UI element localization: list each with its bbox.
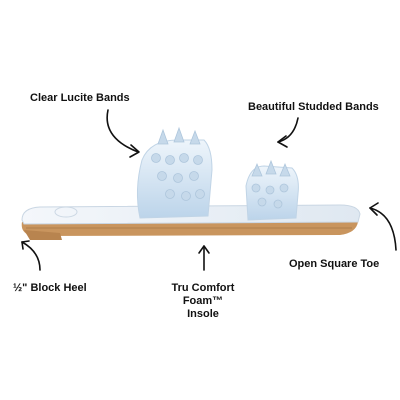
sole (21, 222, 358, 236)
block-heel (24, 230, 62, 240)
footbed-logo (54, 206, 78, 218)
curved-arrow-icon (198, 245, 210, 271)
callout-insole: Tru Comfort Foam™ Insole (150, 282, 256, 321)
callout-insole-line1: Tru Comfort Foam™ (171, 282, 235, 307)
studs-rear (151, 126, 205, 201)
callout-block-heel: ½" Block Heel (13, 282, 87, 294)
curved-arrow-icon (106, 109, 140, 158)
callout-square-toe: Open Square Toe (289, 258, 380, 270)
curved-arrow-icon (369, 202, 397, 251)
studs-front (251, 159, 291, 209)
curved-arrow-icon (277, 117, 299, 148)
callout-clear-bands: Clear Lucite Bands (30, 92, 130, 104)
callout-studded-bands: Beautiful Studded Bands (248, 101, 379, 113)
curved-arrow-icon (21, 240, 41, 271)
callout-insole-line2: Insole (187, 308, 219, 320)
